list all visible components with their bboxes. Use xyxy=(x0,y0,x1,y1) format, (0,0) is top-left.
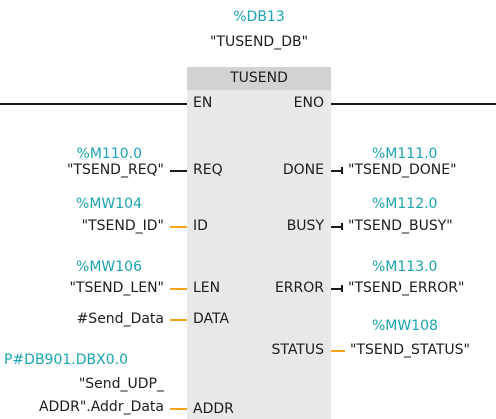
instance-db-address: %DB13 xyxy=(233,9,285,25)
en-wire xyxy=(0,103,187,105)
len-wire xyxy=(170,288,187,290)
pin-en: EN xyxy=(193,95,213,111)
error-coil-mark xyxy=(341,285,343,292)
pin-len: LEN xyxy=(193,280,221,296)
done-address: %M111.0 xyxy=(372,146,438,162)
addr-wire xyxy=(170,408,187,410)
status-tag[interactable]: "TSEND_STATUS" xyxy=(350,342,470,358)
done-coil-mark xyxy=(341,167,343,174)
pin-data: DATA xyxy=(193,311,230,327)
len-tag[interactable]: "TSEND_LEN" xyxy=(69,280,164,296)
addr-tag-line1[interactable]: "Send_UDP_ xyxy=(78,376,164,392)
pin-done: DONE xyxy=(282,162,324,178)
block-type-label: TUSEND xyxy=(230,70,288,86)
id-address: %MW104 xyxy=(76,196,142,212)
id-wire xyxy=(170,226,187,228)
addr-address: P#DB901.DBX0.0 xyxy=(4,352,128,368)
instance-db-name[interactable]: "TUSEND_DB" xyxy=(209,34,309,50)
busy-tag[interactable]: "TSEND_BUSY" xyxy=(348,218,453,234)
done-wire xyxy=(331,170,343,172)
req-wire xyxy=(170,170,187,172)
len-address: %MW106 xyxy=(76,259,142,275)
busy-coil-mark xyxy=(341,223,343,230)
data-wire xyxy=(170,319,187,321)
busy-address: %M112.0 xyxy=(372,196,438,212)
eno-wire xyxy=(331,103,496,105)
error-address: %M113.0 xyxy=(372,259,438,275)
pin-error: ERROR xyxy=(274,280,324,296)
pin-req: REQ xyxy=(193,162,223,178)
data-tag[interactable]: #Send_Data xyxy=(76,311,164,327)
error-tag[interactable]: "TSEND_ERROR" xyxy=(348,280,465,296)
busy-wire xyxy=(331,226,343,228)
pin-busy: BUSY xyxy=(286,218,324,234)
function-block[interactable] xyxy=(187,67,331,419)
pin-addr: ADDR xyxy=(193,401,234,417)
error-wire xyxy=(331,288,343,290)
done-tag[interactable]: "TSEND_DONE" xyxy=(348,162,457,178)
pin-status: STATUS xyxy=(271,342,324,358)
status-wire xyxy=(331,350,345,352)
addr-tag-line2[interactable]: ADDR".Addr_Data xyxy=(38,399,164,415)
req-address: %M110.0 xyxy=(76,146,142,162)
id-tag[interactable]: "TSEND_ID" xyxy=(81,218,164,234)
status-address: %MW108 xyxy=(372,318,438,334)
pin-eno: ENO xyxy=(293,95,324,111)
req-tag[interactable]: "TSEND_REQ" xyxy=(66,162,164,178)
pin-id: ID xyxy=(193,218,208,234)
block-header xyxy=(187,67,331,90)
